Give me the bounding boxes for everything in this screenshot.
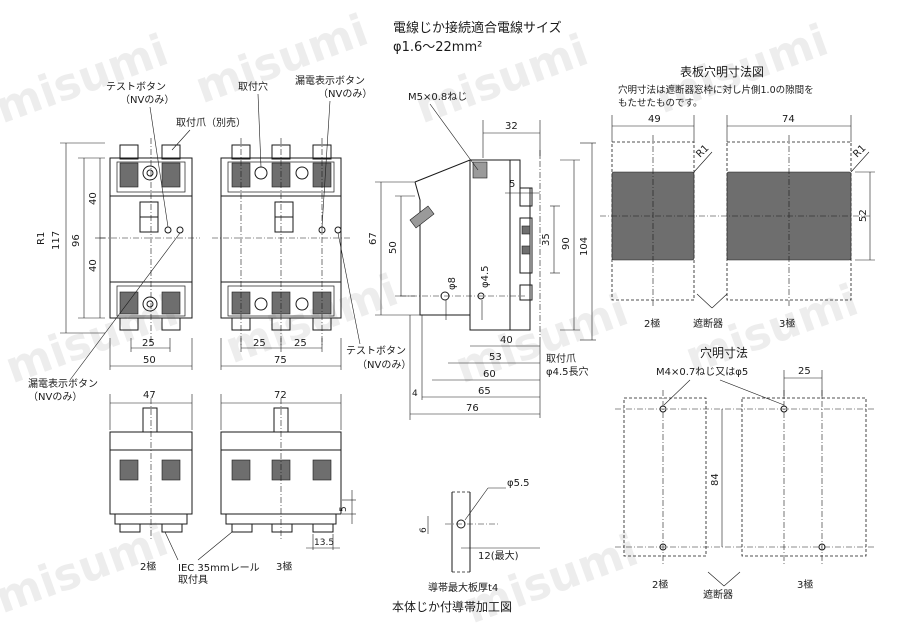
dim-72: 72 [274,390,287,401]
label-test-button-bottom: テストボタン [346,345,406,357]
dim-5-bottom: 5 [339,506,349,512]
label-mount-claw: 取付爪（別売） [176,116,246,129]
front-view-2pole [100,138,200,345]
leak-display-icon [176,226,184,234]
label-rail-fixture: 取付具 [178,573,208,586]
dim-12-max: 12(最大) [478,549,519,562]
dim-40-lower: 40 [88,259,99,272]
dim-13-5: 13.5 [314,538,334,548]
dim-52: 52 [858,209,869,222]
label-nv-only-2: （NVのみ） [318,88,372,100]
label-m4-screw: M4×0.7ねじ又はφ5 [656,366,748,378]
label-2pole-bottom: 2極 [140,560,156,573]
wire-size-range: φ1.6〜22mm² [393,40,482,55]
label-hole-breaker: 遮断器 [703,588,733,601]
dim-50-side: 50 [388,241,399,254]
label-test-button-top: テストボタン [106,81,166,93]
busbar-title: 本体じか付導帯加工図 [392,600,512,614]
dim-25-2pole: 25 [142,338,155,349]
label-leak-display-top: 漏電表示ボタン [295,74,365,87]
dim-60: 60 [483,369,496,380]
dim-40-side: 40 [500,335,513,346]
label-m5-screw: M5×0.8ねじ [408,91,467,103]
dim-25-hole: 25 [798,366,811,377]
label-busbar-thickness: 導帯最大板厚t4 [428,581,498,594]
wire-size-title: 電線じか接続適合電線サイズ [393,20,562,36]
dim-4: 4 [412,389,418,399]
dim-r1-front: R1 [36,232,47,245]
label-nv-only-4: （NVのみ） [357,359,411,371]
dim-76: 76 [466,403,479,414]
label-nv-only-1: （NVのみ） [120,94,174,106]
dim-47: 47 [143,390,156,401]
label-panel-2pole: 2極 [644,317,660,330]
label-slot-4-5: φ4.5長穴 [546,365,589,378]
dim-53: 53 [489,352,502,363]
dim-phi-8: φ8 [447,277,458,290]
label-iec-rail: IEC 35mmレール [178,563,260,574]
watermark-text: misumi [459,525,645,633]
dim-104: 104 [579,237,590,256]
dim-25-3pole-b: 25 [294,338,307,349]
dim-117: 117 [51,231,62,250]
front-view-3pole [212,138,350,345]
panel-note-1: 穴明寸法は遮断器窓枠に対し片側1.0の隙間を [618,84,814,96]
dim-r1-b: R1 [851,143,868,160]
dim-32: 32 [505,121,518,132]
label-hole-3pole: 3極 [797,578,813,591]
panel-note-2: もたせたものです。 [618,98,703,109]
dim-6: 6 [419,527,429,533]
dim-96: 96 [71,234,82,247]
dim-67: 67 [368,232,379,245]
watermark-text: misumi [0,25,175,134]
side-view [400,150,541,340]
label-panel-breaker: 遮断器 [693,317,723,330]
dim-90: 90 [561,237,572,250]
panel-cutout: 表板穴明寸法図 穴明寸法は遮断器窓枠に対し片側1.0の隙間を もたせたものです。… [600,64,875,330]
dim-75: 75 [274,355,287,366]
side-view-dimensions: M5×0.8ねじ 32 5 67 50 35 90 104 φ8 φ4.5 40 [368,91,596,420]
label-hole-2pole: 2極 [652,578,668,591]
dim-5-side: 5 [509,179,515,190]
dim-65: 65 [478,386,491,397]
panel-title: 表板穴明寸法図 [680,64,764,79]
label-leak-display-bottom: 漏電表示ボタン [28,377,98,390]
dim-49: 49 [648,114,661,125]
label-nv-only-3: （NVのみ） [28,391,82,403]
label-mount-hole: 取付穴 [238,80,268,93]
hole-title: 穴明寸法 [700,345,748,360]
front-callouts: テストボタン （NVのみ） 取付爪（別売） 取付穴 漏電表示ボタン （NVのみ）… [28,74,411,403]
dim-84: 84 [710,473,721,486]
watermark-text: misumi [0,285,185,394]
dim-phi-5-5: φ5.5 [507,478,530,489]
watermark-text: misumi [219,265,405,374]
hole-dimensions: 穴明寸法 M4×0.7ねじ又はφ5 25 84 2極 遮断器 3極 [615,345,875,601]
busbar-drawing: φ5.5 6 12(最大) 導帯最大板厚t4 本体じか付導帯加工図 [392,478,540,614]
bottom-view-3pole: 72 5 13.5 3極 [220,390,356,573]
dim-50: 50 [143,355,156,366]
label-panel-3pole: 3極 [779,317,795,330]
label-claw-side: 取付爪 [546,352,576,365]
test-button-icon [164,226,172,234]
front-2pole-dimensions: 117 96 40 40 R1 25 50 [36,142,193,370]
dim-r1-a: R1 [694,143,711,160]
bottom-view-2pole: 47 2極 [109,390,193,573]
dim-40-upper: 40 [88,192,99,205]
dim-phi-4-5: φ4.5 [480,266,491,289]
label-3pole-bottom: 3極 [276,560,292,573]
front-3pole-dimensions: 25 25 75 [220,338,342,370]
test-button-icon [334,226,342,234]
rail-callout: IEC 35mmレール 取付具 [164,531,260,586]
dim-35: 35 [541,233,552,246]
dim-25-3pole-a: 25 [253,338,266,349]
watermark-text: misumi [449,285,635,394]
dim-74: 74 [782,114,795,125]
